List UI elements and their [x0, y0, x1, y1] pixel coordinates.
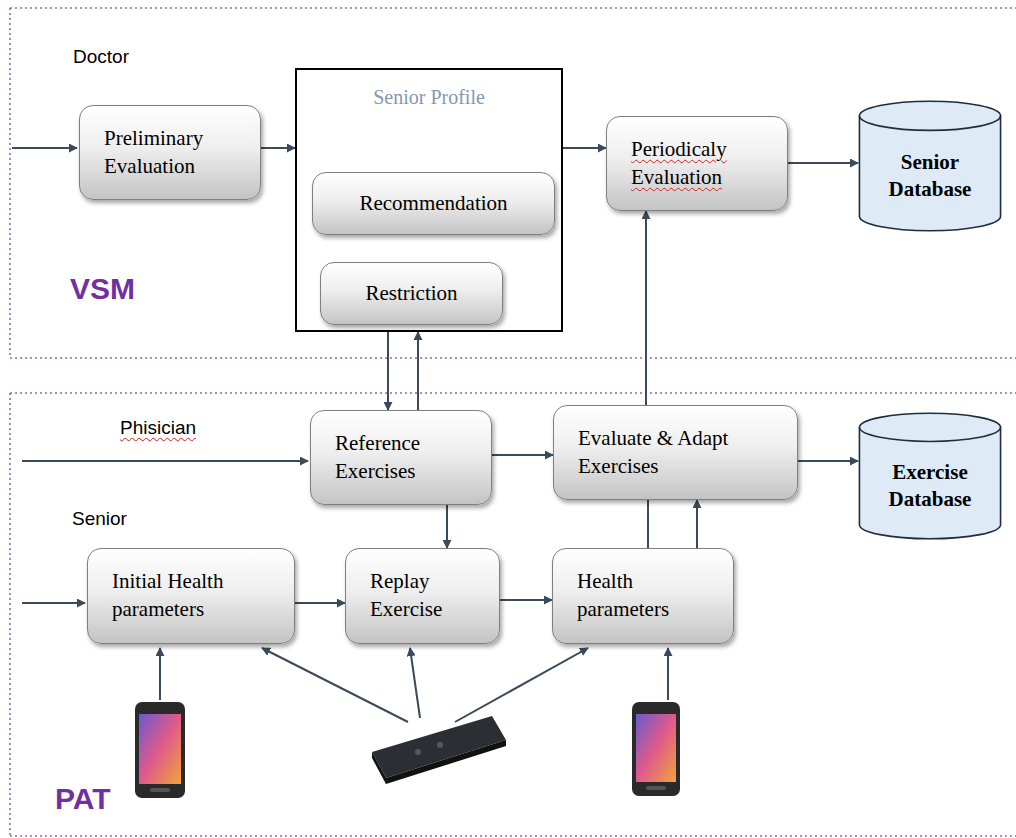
- process-box: Initial Health parameters: [87, 548, 295, 644]
- input-arrow: [12, 148, 308, 603]
- process-box: Evaluate & Adapt Exercises: [553, 405, 798, 500]
- process-box: Replay Exercise: [345, 548, 500, 644]
- node-label: Preliminary Evaluation: [104, 125, 248, 180]
- actor-label: Doctor: [73, 46, 129, 68]
- flow-arrow: [417, 332, 419, 410]
- node-label: Exercise Database: [866, 459, 994, 514]
- node-label: Senior Database: [866, 149, 994, 204]
- process-box: Preliminary Evaluation: [79, 105, 261, 200]
- smartphone-icon: [135, 702, 185, 798]
- node-label: Restriction: [333, 280, 490, 308]
- process-box: Restriction: [320, 262, 503, 325]
- flow-arrow: [261, 147, 295, 149]
- process-box: Periodicaly Evaluation: [606, 116, 788, 211]
- flow-arrow: [563, 147, 606, 149]
- database-cylinder: Senior Database: [858, 100, 1002, 232]
- flow-arrow: [492, 454, 553, 456]
- database-cylinder: Exercise Database: [858, 412, 1002, 540]
- process-box: Health parameters: [552, 548, 734, 644]
- actor-label: Senior: [72, 508, 127, 530]
- smartphone-icon: [632, 702, 680, 796]
- kinect-sensor: [372, 716, 506, 784]
- flow-arrow: [696, 500, 698, 548]
- node-label: Evaluate & Adapt Exercises: [578, 425, 785, 480]
- profile-group: Senior ProfileRecommendationRestriction: [295, 68, 563, 332]
- flow-arrow: [645, 211, 647, 405]
- node-label: Replay Exercise: [370, 568, 487, 623]
- node-label: Recommendation: [325, 190, 542, 218]
- actor-label: Phisician: [120, 417, 196, 439]
- flow-arrow: [647, 500, 649, 548]
- sensor-line: [160, 648, 668, 722]
- flow-arrow: [446, 505, 448, 548]
- node-label: Periodicaly Evaluation: [631, 136, 775, 191]
- band-label: PAT: [55, 782, 111, 816]
- process-box: Recommendation: [312, 172, 555, 235]
- flow-arrow: [788, 162, 858, 164]
- flow-arrow: [295, 602, 345, 604]
- node-label: Health parameters: [577, 568, 721, 623]
- process-box: Reference Exercises: [310, 410, 492, 505]
- flow-arrow: [387, 332, 389, 410]
- band-label: VSM: [70, 272, 135, 306]
- flow-arrow: [500, 599, 552, 601]
- band-outline: [10, 8, 1016, 836]
- node-label: Initial Health parameters: [112, 568, 282, 623]
- group-heading: Senior Profile: [297, 86, 561, 109]
- node-label: Reference Exercises: [335, 430, 479, 485]
- flow-arrow: [798, 460, 858, 462]
